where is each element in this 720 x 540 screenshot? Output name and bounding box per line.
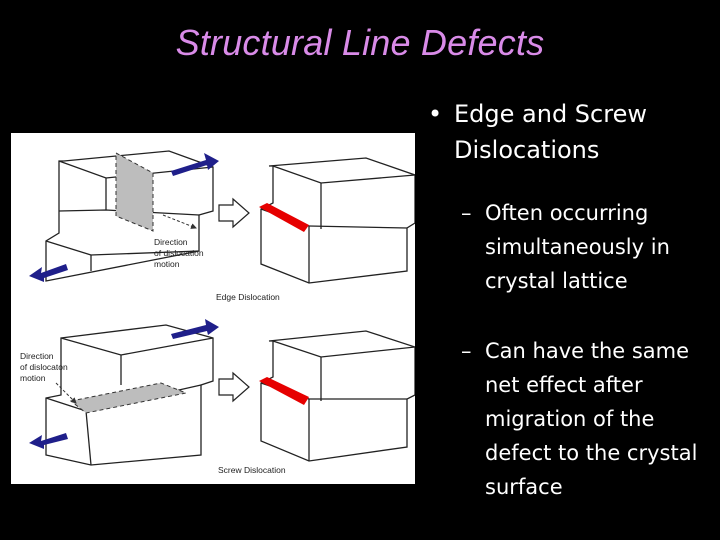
motion-arrow-bottom bbox=[29, 264, 68, 282]
transition-arrow-screw bbox=[218, 371, 250, 403]
direction-label: Direction bbox=[154, 237, 188, 247]
edge-dislocation-label: Edge Dislocation bbox=[216, 292, 280, 302]
motion-arrow-top bbox=[171, 153, 219, 176]
direction-label: Direction bbox=[20, 351, 54, 361]
bullet-dot-icon: • bbox=[428, 100, 443, 128]
direction-label: motion bbox=[20, 373, 46, 383]
direction-label: of dislocaton bbox=[20, 362, 68, 372]
transition-arrow-edge bbox=[218, 197, 250, 229]
direction-label: of dislocation bbox=[154, 248, 204, 258]
sub-bullet-text: Can have the same net effect after migra… bbox=[485, 339, 698, 499]
sub-bullet-item: – Often occurring simultaneously in crys… bbox=[424, 196, 714, 298]
sub-bullet-text: Often occurring simultaneously in crysta… bbox=[485, 201, 670, 293]
motion-arrow-top-screw bbox=[171, 319, 219, 339]
screw-block-after bbox=[260, 330, 415, 462]
screw-dislocation-line bbox=[259, 377, 309, 405]
edge-dislocation-line bbox=[259, 203, 309, 232]
edge-shaded-plane bbox=[115, 152, 154, 232]
bullet-list: • Edge and Screw Dislocations – Often oc… bbox=[424, 96, 714, 504]
bullet-text: Edge and Screw Dislocations bbox=[454, 100, 647, 164]
dash-icon: – bbox=[461, 201, 472, 225]
screw-shaded-plane bbox=[69, 382, 188, 414]
bullet-item: • Edge and Screw Dislocations bbox=[424, 96, 714, 168]
screw-dislocation-label: Screw Dislocation bbox=[218, 465, 286, 475]
edge-block-after bbox=[260, 157, 415, 284]
direction-label: motion bbox=[154, 259, 180, 269]
direction-arrow bbox=[162, 214, 197, 229]
motion-arrow-bottom-screw bbox=[29, 433, 68, 449]
sub-bullet-item: – Can have the same net effect after mig… bbox=[424, 334, 714, 504]
dash-icon: – bbox=[461, 339, 472, 363]
slide-title: Structural Line Defects bbox=[175, 22, 545, 63]
dislocation-diagram: Direction of dislocation motion Edge Dis… bbox=[20, 150, 415, 475]
dislocation-figure: Direction of dislocation motion Edge Dis… bbox=[11, 133, 415, 484]
